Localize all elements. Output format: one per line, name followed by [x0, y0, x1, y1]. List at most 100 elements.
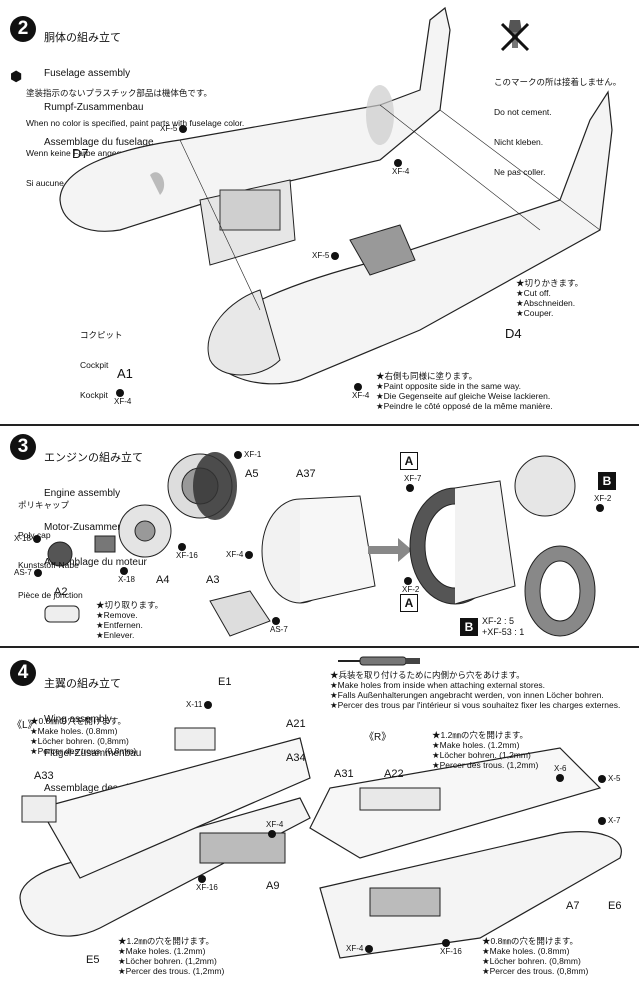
part-label-a3: A3	[206, 574, 220, 586]
paint-code: X-11	[186, 700, 203, 709]
cut-off-de: ★Abschneiden.	[516, 298, 576, 308]
paint-code: AS-7	[270, 625, 288, 634]
step-number: 2	[10, 16, 36, 42]
cut-off-jp: ★切りかきます。	[516, 278, 584, 288]
notice-en: When no color is specified, paint parts …	[26, 118, 245, 128]
paint-opposite-en: ★Paint opposite side in the same way.	[376, 381, 521, 391]
paint-code: XF-5	[160, 124, 178, 133]
polycap-label: ポリキャップ Poly cap Kunststoff-Nabe Pièce de…	[18, 480, 83, 620]
part-label-a7: A7	[566, 900, 580, 912]
part-label-a9: A9	[266, 880, 280, 892]
paint-code: X-18	[118, 575, 135, 584]
paint-xf5-top: XF-5	[160, 124, 189, 133]
cockpit-en: Cockpit	[80, 360, 109, 370]
paint-dot-icon	[120, 566, 128, 575]
paint-opposite-note: ★右側も同様に塗ります。 ★Paint opposite side in the…	[376, 371, 553, 411]
paint-xf4-bottom: XF-4	[352, 382, 369, 400]
paint-code: XF-7	[404, 474, 422, 483]
no-cement-note: このマークの所は接着しません。 Do not cement. Nicht kle…	[494, 57, 621, 197]
part-label-e5: E5	[86, 954, 100, 966]
paint-dot-icon	[116, 388, 124, 397]
no-cement-de: Nicht kleben.	[494, 137, 544, 147]
stores-note-en: ★Make holes from inside when attaching e…	[330, 680, 546, 690]
paint-code: XF-4	[226, 550, 244, 559]
no-cement-fr: Ne pas coller.	[494, 167, 546, 177]
holes-12-bottom-de: ★Löcher bohren. (1,2mm)	[118, 956, 217, 966]
paint-xf4-right: XF-4	[346, 944, 375, 953]
paint-xf4-a1: XF-4	[114, 388, 131, 406]
step-title: エンジンの組み立て Engine assembly Motor-Zusammen…	[44, 430, 147, 591]
paint-code: AS-7	[14, 568, 32, 577]
polycap-fr: Pièce de jonction	[18, 590, 83, 600]
paint-xf16: XF-16	[176, 542, 198, 560]
paint-dot-icon	[598, 774, 606, 783]
stores-note-fr: ★Percer des trous par l'intérieur si vou…	[330, 700, 621, 710]
step-number: 3	[10, 434, 36, 460]
title-de: Flügel-Zusammenbau	[44, 748, 142, 759]
holes-08-bottom-jp: ★0.8㎜の穴を開けます。	[482, 936, 578, 946]
paint-xf1: XF-1	[232, 450, 261, 459]
callout-box-a-top: A	[400, 452, 418, 470]
title-en: Fuselage assembly	[44, 67, 131, 79]
holes-08-fr: ★Percer des trous. (0,8mm)	[30, 746, 137, 756]
paint-code: XF-5	[312, 251, 330, 260]
paint-xf2-top: XF-2	[594, 494, 611, 512]
right-wing-label: 《R》	[364, 732, 392, 743]
color-mix: XF-2 : 5 +XF-53 : 1	[482, 616, 524, 638]
part-label-a37: A37	[296, 468, 316, 480]
mix-line-1: XF-2 : 5	[482, 616, 515, 626]
callout-box-a-bottom: A	[400, 594, 418, 612]
paint-dot-icon	[32, 534, 41, 543]
paint-code: XF-4	[346, 944, 364, 953]
callout-box-b-top: B	[598, 472, 616, 490]
holes-12-bottom-note: ★1.2㎜の穴を開けます。 ★Make holes. (1.2mm) ★Löch…	[118, 936, 224, 976]
no-cement-icon	[500, 20, 530, 52]
no-cement-en: Do not cement.	[494, 107, 552, 117]
remove-jp: ★切り取ります。	[96, 600, 164, 610]
paint-code: XF-16	[196, 883, 218, 892]
step-number: 4	[10, 660, 36, 686]
step3-panel: 3 エンジンの組み立て Engine assembly Motor-Zusamm…	[0, 424, 639, 648]
paint-xf4: XF-4	[226, 550, 255, 559]
polycap-de: Kunststoff-Nabe	[18, 560, 79, 570]
step2-panel: 2 胴体の組み立て Fuselage assembly Rumpf-Zusamm…	[0, 0, 639, 424]
paint-opposite-de: ★Die Gegenseite auf gleiche Weise lackie…	[376, 391, 551, 401]
paint-dot-icon	[234, 450, 242, 459]
stores-note-de: ★Falls Außenhalterungen angebracht werde…	[330, 690, 604, 700]
paint-dot-icon	[365, 944, 374, 953]
left-wing-label: 《L》	[12, 720, 38, 731]
remove-note: ★切り取ります。 ★Remove. ★Entfernen. ★Enlever.	[96, 600, 163, 640]
holes-12-bottom-jp: ★1.2㎜の穴を開けます。	[118, 936, 214, 946]
paint-code: XF-2	[594, 494, 612, 503]
cut-off-note: ★切りかきます。 ★Cut off. ★Abschneiden. ★Couper…	[516, 278, 583, 318]
part-label-a21: A21	[286, 718, 306, 730]
wing-illustration	[19, 727, 622, 959]
no-cement-jp: このマークの所は接着しません。	[494, 77, 622, 87]
paint-code: XF-4	[114, 397, 132, 406]
title-jp: エンジンの組み立て	[44, 452, 143, 464]
part-label-d7: D7	[72, 146, 89, 161]
holes-12-bottom-en: ★Make holes. (1.2mm)	[118, 946, 206, 956]
part-label-a4: A4	[156, 574, 170, 586]
title-de: Motor-Zusammenbau	[44, 522, 140, 533]
remove-fr: ★Enlever.	[96, 630, 135, 640]
paint-code: X-5	[608, 774, 621, 783]
part-label-e6: E6	[608, 900, 622, 912]
holes-08-en: ★Make holes. (0.8mm)	[30, 726, 118, 736]
title-jp: 主翼の組み立て	[44, 678, 121, 690]
hexagon-icon: ⬢	[10, 68, 23, 84]
engine-illustration	[44, 452, 596, 637]
cockpit-label: コクピット Cockpit Kockpit	[80, 310, 123, 420]
paint-code: XF-2	[402, 585, 420, 594]
holes-12-en: ★Make holes. (1.2mm)	[432, 740, 520, 750]
paint-opposite-fr: ★Peindre le côté opposé de la même maniè…	[376, 401, 553, 411]
paint-dot-icon	[268, 829, 276, 838]
paint-dot-icon	[198, 874, 206, 883]
paint-x5: X-5	[596, 774, 620, 783]
stores-note-jp: ★兵装を取り付けるために内側から穴をあけます。	[330, 670, 525, 680]
title-fr: Assemblage du fuselage	[44, 136, 154, 148]
cut-off-en: ★Cut off.	[516, 288, 551, 298]
paint-xf7: XF-7	[404, 474, 421, 492]
part-label-a33: A33	[34, 770, 54, 782]
polycap-jp: ポリキャップ	[18, 500, 70, 510]
